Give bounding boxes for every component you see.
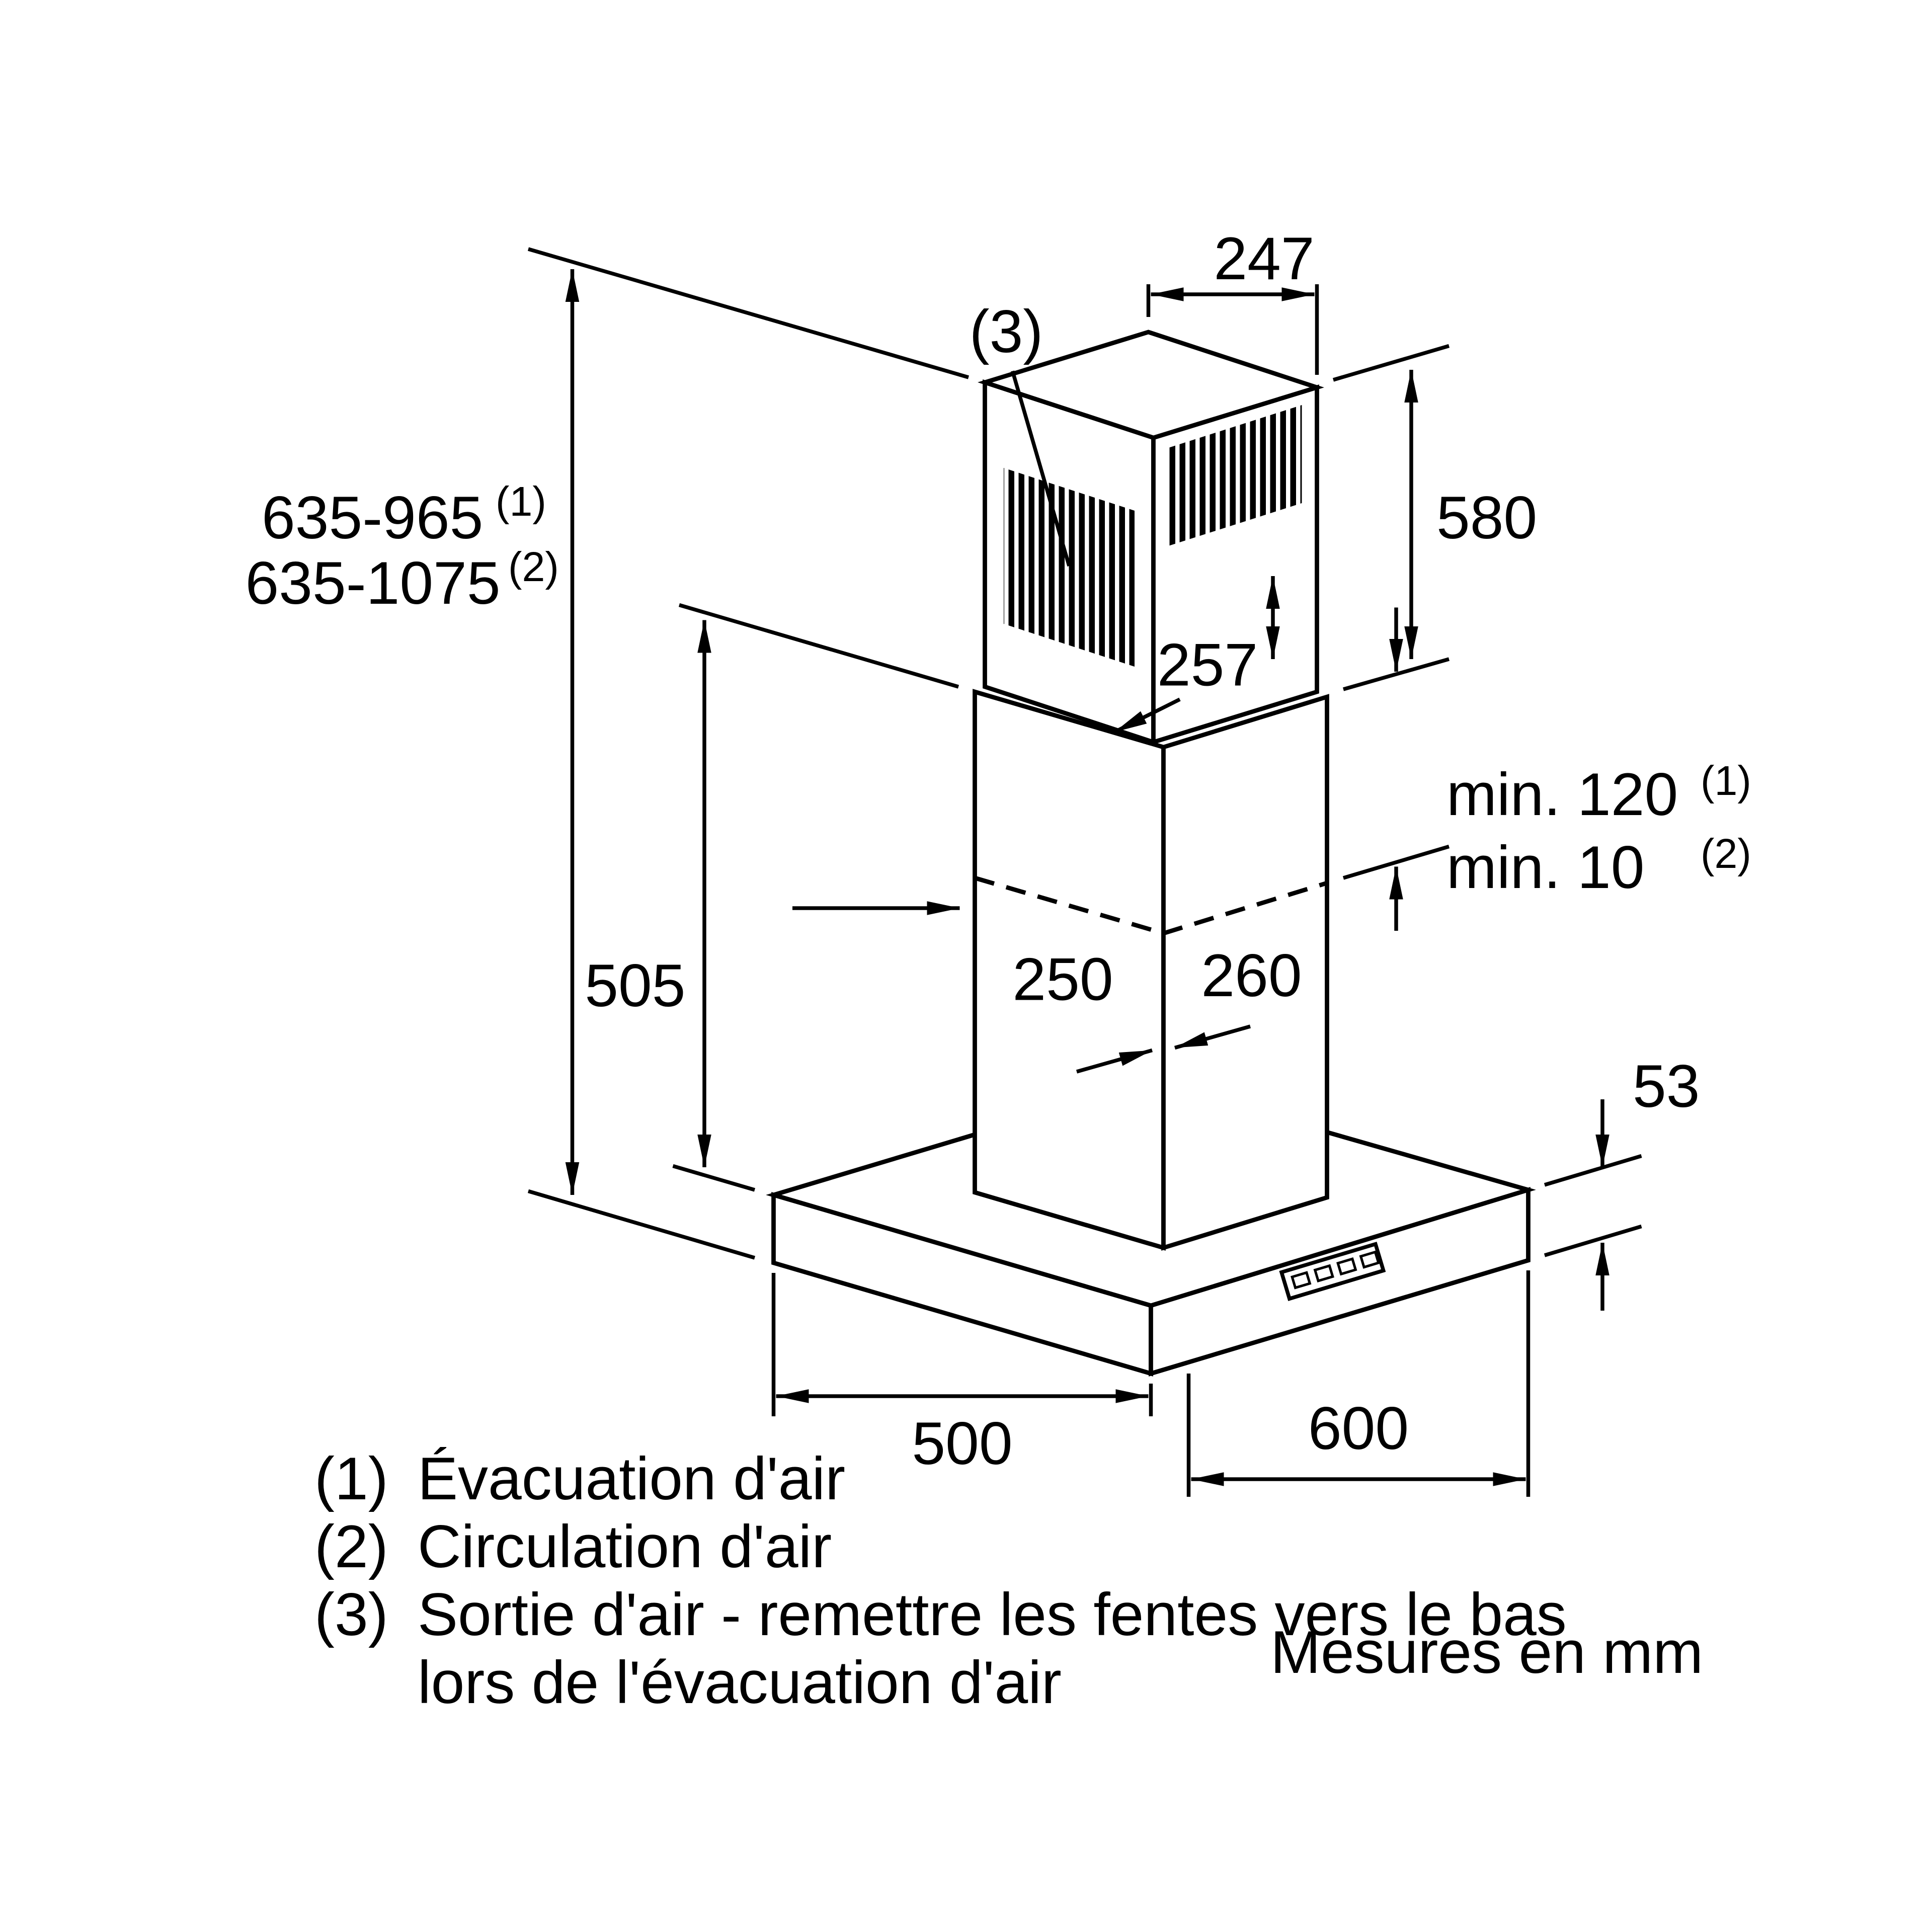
dim-label-min10: min. 10 xyxy=(1446,834,1645,901)
dim-sup-min10: (2) xyxy=(1701,831,1751,877)
dim-label-257: 257 xyxy=(1157,631,1258,699)
dim-overall-height: 635-965 (1) 635-1075 (2) xyxy=(246,247,970,1260)
overlap-dashed-line xyxy=(974,875,1328,936)
legend-text-3: Sortie d'air - remettre les fentes vers … xyxy=(418,1581,1567,1648)
legend-text-2: Circulation d'air xyxy=(418,1513,832,1580)
legend-num-2: (2) xyxy=(314,1513,388,1580)
callout-label-3: (3) xyxy=(970,298,1043,365)
dim-label-min120: min. 120 xyxy=(1446,761,1678,828)
control-button-icon xyxy=(1359,1250,1380,1269)
control-button-icon xyxy=(1313,1264,1334,1283)
dim-label-500: 500 xyxy=(912,1410,1012,1477)
control-panel xyxy=(1279,1241,1386,1302)
dim-sup-min120: (1) xyxy=(1701,758,1751,804)
dim-53: 53 xyxy=(1544,1053,1700,1311)
vent-slots-left xyxy=(1004,468,1135,667)
dim-label-247: 247 xyxy=(1214,225,1314,292)
dim-label-overall-exhaust: 635-965 xyxy=(262,484,483,551)
legend-text-1: Évacuation d'air xyxy=(418,1445,845,1512)
dim-label-overall-recirc: 635-1075 xyxy=(246,549,501,617)
dim-500: 500 xyxy=(771,1273,1153,1477)
dim-lower-height-505: 505 xyxy=(585,603,959,1192)
chimney-upper-section xyxy=(978,330,1324,746)
dim-upper-height-580: 580 xyxy=(1332,344,1537,691)
dim-label-505: 505 xyxy=(585,952,685,1019)
dim-250-260: 250 260 xyxy=(792,901,1302,1074)
dim-600: 600 xyxy=(1186,1270,1531,1497)
dim-label-580: 580 xyxy=(1436,484,1537,551)
dim-min-overlap: min. 120 (1) min. 10 (2) xyxy=(1342,607,1751,931)
control-button-icon xyxy=(1291,1271,1312,1290)
dim-sup-overall-recirc: (2) xyxy=(508,544,559,590)
dim-label-260: 260 xyxy=(1201,942,1302,1009)
legend-num-1: (1) xyxy=(314,1445,388,1512)
dim-label-250: 250 xyxy=(1012,946,1113,1013)
dim-top-width-247: 247 xyxy=(1146,225,1319,375)
dim-label-600: 600 xyxy=(1308,1395,1409,1462)
legend-text-3b: lors de l'évacuation d'air xyxy=(418,1649,1062,1716)
dim-label-53: 53 xyxy=(1633,1053,1700,1120)
dim-sup-overall-exhaust: (1) xyxy=(496,478,546,525)
chimney-lower-right-face xyxy=(1161,694,1329,1251)
legend: (1) Évacuation d'air (2) Circulation d'a… xyxy=(314,1445,1703,1716)
chimney-upper-top-face xyxy=(978,330,1324,440)
vent-slots-right xyxy=(1168,405,1302,546)
units-note: Mesures en mm xyxy=(1270,1619,1703,1686)
dim-257: 257 xyxy=(1113,576,1280,734)
chimney-lower-section xyxy=(973,689,1329,1251)
vent-callout-3: (3) xyxy=(970,298,1071,567)
legend-num-3: (3) xyxy=(314,1581,388,1648)
control-button-icon xyxy=(1336,1257,1357,1276)
